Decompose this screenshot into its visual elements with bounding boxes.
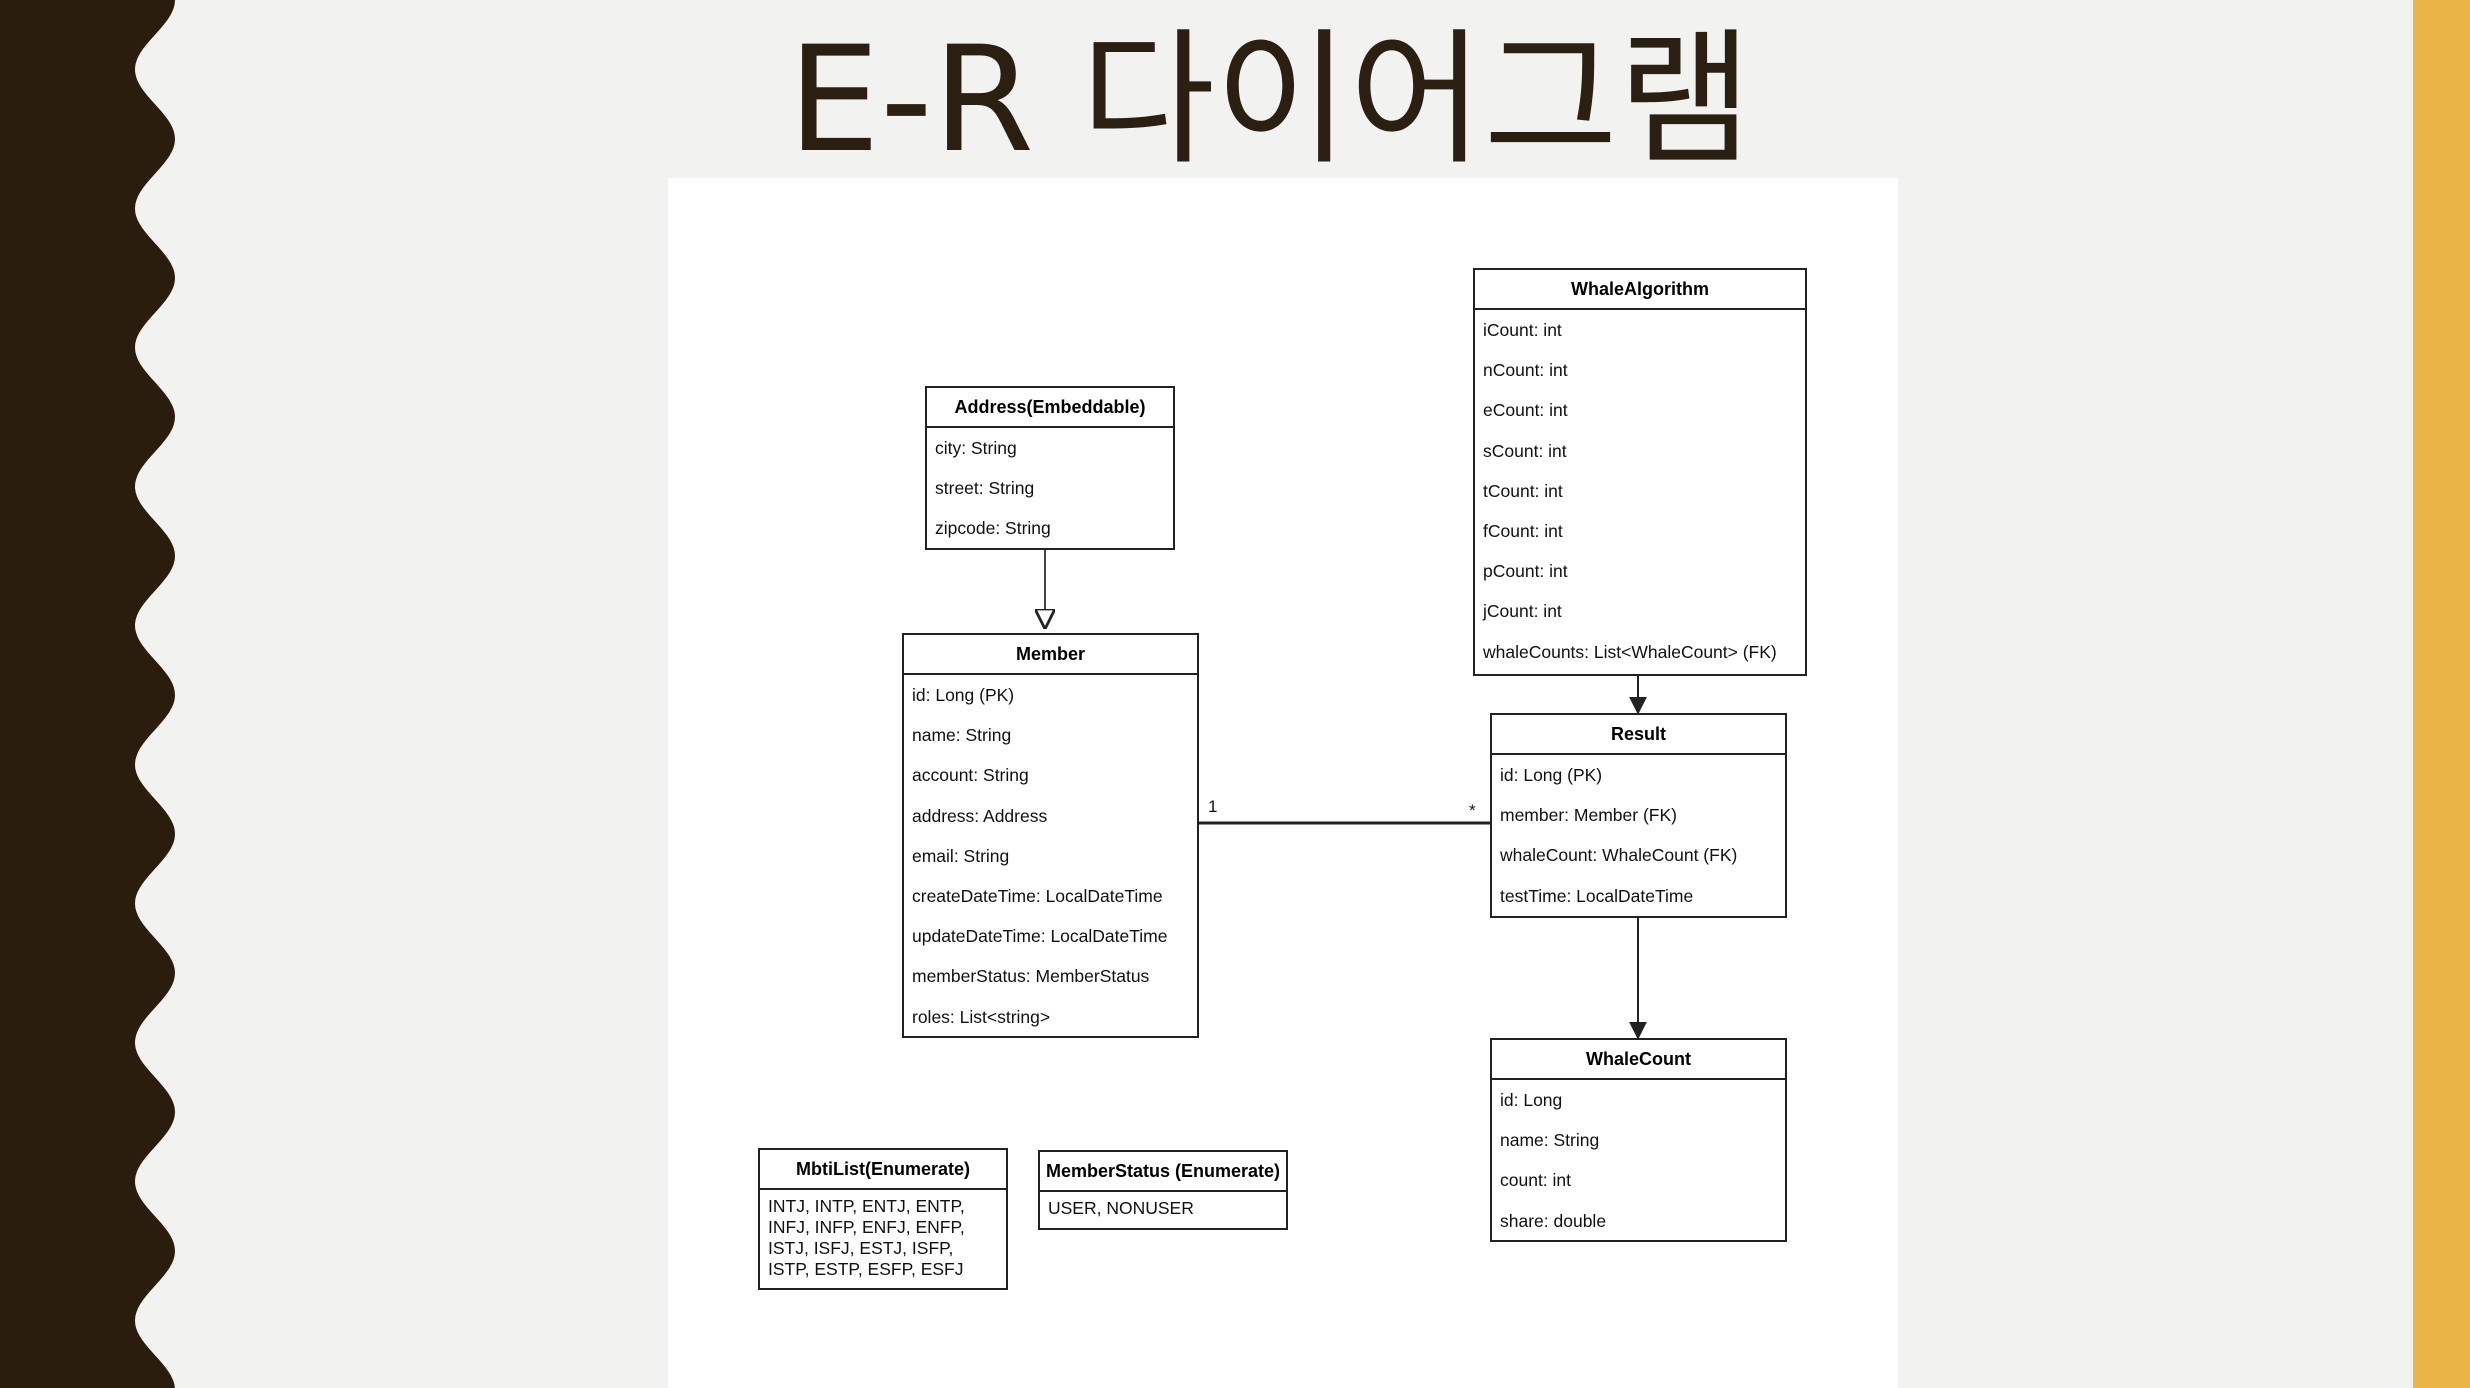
entity-header: Result (1492, 715, 1785, 755)
address-entity[interactable]: Address(Embeddable) city: String street:… (925, 386, 1175, 550)
field-row: testTime: LocalDateTime (1500, 885, 1694, 906)
field-row: fCount: int (1483, 520, 1563, 541)
multiplicity-one: 1 (1208, 797, 1218, 816)
enum-values: INTJ, INTP, ENTJ, ENTP, INFJ, INFP, ENFJ… (768, 1196, 965, 1279)
entity-header: WhaleAlgorithm (1475, 270, 1805, 310)
field-row: city: String (935, 438, 1017, 458)
field-row: account: String (912, 765, 1029, 786)
field-row: name: String (1500, 1130, 1600, 1151)
entity-header: MbtiList(Enumerate) (760, 1150, 1006, 1190)
whalealgorithm-entity[interactable]: WhaleAlgorithm iCount: int nCount: int e… (1473, 268, 1807, 676)
field-row: id: Long (PK) (1500, 765, 1603, 785)
whalecount-entity[interactable]: WhaleCount id: Long name: String count: … (1490, 1038, 1787, 1242)
field-row: street: String (935, 478, 1035, 499)
entity-header: MemberStatus (Enumerate) (1040, 1152, 1286, 1192)
accent-side-bar (2413, 0, 2470, 1388)
field-row: eCount: int (1483, 400, 1568, 421)
field-row: whaleCount: WhaleCount (FK) (1500, 845, 1738, 866)
field-row: whaleCounts: List<WhaleCount> (FK) (1483, 641, 1777, 662)
memberstatus-enum[interactable]: MemberStatus (Enumerate) USER, NONUSER (1038, 1150, 1288, 1230)
field-row: member: Member (FK) (1500, 805, 1677, 826)
relationship-lines (668, 550, 1647, 1040)
entity-header: Member (904, 635, 1197, 675)
enum-values: USER, NONUSER (1048, 1198, 1194, 1218)
result-entity[interactable]: Result id: Long (PK) member: Member (FK)… (1490, 713, 1787, 918)
field-row: jCount: int (1483, 601, 1562, 622)
field-row: id: Long (PK) (912, 685, 1015, 705)
field-row: address: Address (912, 805, 1048, 826)
field-row: pCount: int (1483, 561, 1568, 582)
field-row: createDateTime: LocalDateTime (912, 885, 1163, 906)
field-row: email: String (912, 845, 1010, 866)
field-row: zipcode: String (935, 518, 1051, 539)
field-row: iCount: int (1483, 320, 1562, 340)
mbtilist-enum[interactable]: MbtiList(Enumerate) INTJ, INTP, ENTJ, EN… (758, 1148, 1008, 1290)
field-row: nCount: int (1483, 360, 1568, 381)
slide-title: E-R 다이어그램 (787, 15, 1753, 185)
multiplicity-many: * (1469, 801, 1476, 820)
field-row: sCount: int (1483, 440, 1567, 461)
field-row: id: Long (1500, 1090, 1563, 1110)
field-row: count: int (1500, 1170, 1572, 1191)
field-row: share: double (1500, 1210, 1607, 1231)
wavy-left-border (0, 0, 175, 1388)
entity-header: Address(Embeddable) (927, 388, 1173, 428)
field-row: updateDateTime: LocalDateTime (912, 926, 1168, 947)
member-entity[interactable]: Member id: Long (PK) name: String accoun… (902, 633, 1199, 1038)
field-row: tCount: int (1483, 480, 1563, 501)
field-row: name: String (912, 725, 1012, 746)
field-row: memberStatus: MemberStatus (912, 966, 1150, 987)
er-diagram-canvas: 1 * Address(Embeddable) city: String str… (668, 178, 1898, 1388)
field-row: roles: List<string> (912, 1006, 1051, 1027)
entity-header: WhaleCount (1492, 1040, 1785, 1080)
